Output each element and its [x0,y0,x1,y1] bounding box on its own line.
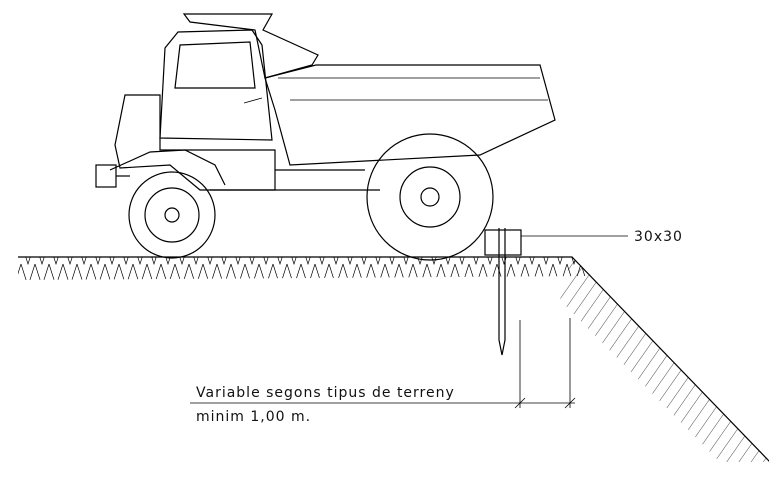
distance-label: Variable segons tipus de terreny [196,385,455,401]
soil-hatch [18,257,590,280]
front-wheel [128,171,216,259]
hood [114,94,276,191]
block-size-label: 30x30 [634,229,683,245]
rear-wheel [366,133,494,261]
distance-dimension [190,318,576,409]
cab-window [174,41,256,89]
stop-block [484,228,628,356]
slope-hatch [560,257,769,462]
dump-canopy [182,13,319,79]
block-section [484,229,522,256]
distance-note: minim 1,00 m. [196,409,311,425]
cab [159,29,273,141]
ground-line [18,256,769,462]
dump-body [264,64,556,166]
stake [498,228,506,356]
dump-truck [95,13,556,261]
terrain [18,256,769,462]
